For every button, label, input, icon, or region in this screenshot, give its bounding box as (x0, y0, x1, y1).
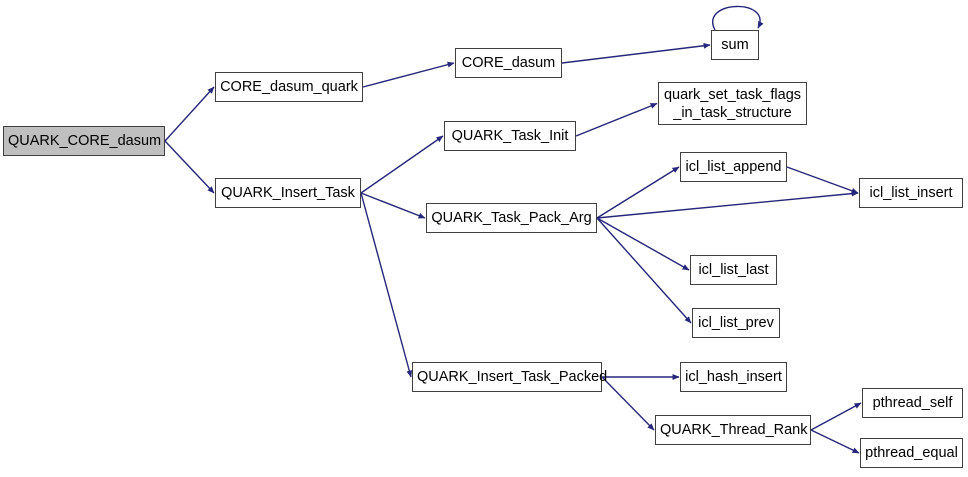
graph-node-label: QUARK_CORE_dasum (8, 133, 162, 149)
graph-edge-quark_thread_rank-to-pthread_equal (810, 429, 860, 454)
graph-edge-quark_task_pack_arg-to-icl_list_insert (596, 190, 859, 219)
graph-node-label: quark_set_task_flags _in_task_structure (663, 86, 802, 121)
graph-node-pthread_self[interactable]: pthread_self (862, 388, 963, 418)
graph-node-label: QUARK_Insert_Task_Packed (417, 369, 608, 385)
graph-node-label: QUARK_Thread_Rank (660, 422, 808, 438)
graph-edge-sum-to-sum (712, 5, 764, 31)
graph-node-label: sum (721, 37, 749, 53)
graph-node-label: CORE_dasum_quark (220, 79, 358, 95)
graph-node-quark_set_task_flags[interactable]: quark_set_task_flags _in_task_structure (658, 82, 807, 125)
graph-node-label: icl_list_insert (869, 185, 953, 201)
graph-node-icl_list_insert[interactable]: icl_list_insert (859, 178, 963, 208)
graph-node-core_dasum[interactable]: CORE_dasum (455, 48, 562, 78)
graph-edge-quark_insert_task-to-quark_task_init (360, 135, 444, 194)
graph-node-quark_insert_task_packed[interactable]: QUARK_Insert_Task_Packed (412, 362, 608, 392)
graph-edge-quark_insert_task_packed-to-quark_thread_rank (601, 376, 655, 431)
graph-node-label: icl_list_prev (698, 315, 774, 331)
graph-node-label: pthread_self (872, 395, 953, 411)
graph-node-quark_thread_rank[interactable]: QUARK_Thread_Rank (655, 415, 811, 445)
graph-edge-quark_task_init-to-quark_set_task_flags (575, 102, 658, 137)
graph-node-quark_task_init[interactable]: QUARK_Task_Init (444, 121, 576, 151)
graph-node-quark_insert_task[interactable]: QUARK_Insert_Task (215, 178, 361, 208)
graph-node-icl_hash_insert[interactable]: icl_hash_insert (680, 362, 787, 392)
graph-edge-quark_insert_task-to-quark_insert_task_packed (360, 192, 413, 378)
graph-edge-quark_task_pack_arg-to-icl_list_last (596, 217, 690, 271)
graph-edge-icl_list_append-to-icl_list_insert (786, 166, 859, 194)
graph-edge-quark_core_dasum-to-quark_insert_task (164, 140, 215, 194)
graph-edge-quark_task_pack_arg-to-icl_list_prev (596, 217, 692, 324)
graph-node-pthread_equal[interactable]: pthread_equal (860, 438, 963, 468)
graph-node-label: icl_list_last (698, 262, 769, 278)
graph-node-label: pthread_equal (865, 445, 958, 461)
graph-node-label: icl_hash_insert (685, 369, 782, 385)
graph-node-quark_core_dasum[interactable]: QUARK_CORE_dasum (3, 126, 165, 156)
graph-edge-quark_task_pack_arg-to-icl_list_append (596, 166, 680, 219)
graph-node-label: QUARK_Task_Pack_Arg (431, 210, 592, 226)
graph-node-icl_list_append[interactable]: icl_list_append (680, 152, 787, 182)
graph-edge-core_dasum-to-sum (561, 42, 711, 64)
graph-edge-quark_core_dasum-to-core_dasum_quark (164, 86, 215, 142)
graph-edge-quark_thread_rank-to-pthread_self (810, 402, 862, 431)
graph-node-quark_task_pack_arg[interactable]: QUARK_Task_Pack_Arg (426, 203, 597, 233)
graph-node-label: icl_list_append (685, 159, 782, 175)
graph-node-core_dasum_quark[interactable]: CORE_dasum_quark (215, 72, 363, 102)
graph-node-icl_list_last[interactable]: icl_list_last (690, 255, 777, 285)
graph-edge-quark_insert_task-to-quark_task_pack_arg (360, 192, 426, 219)
graph-node-icl_list_prev[interactable]: icl_list_prev (692, 308, 780, 338)
graph-node-label: CORE_dasum (461, 55, 556, 71)
graph-node-label: QUARK_Task_Init (451, 128, 569, 144)
graph-node-label: QUARK_Insert_Task (221, 185, 355, 201)
graph-node-sum[interactable]: sum (711, 30, 759, 60)
graph-edge-core_dasum_quark-to-core_dasum (362, 61, 455, 88)
